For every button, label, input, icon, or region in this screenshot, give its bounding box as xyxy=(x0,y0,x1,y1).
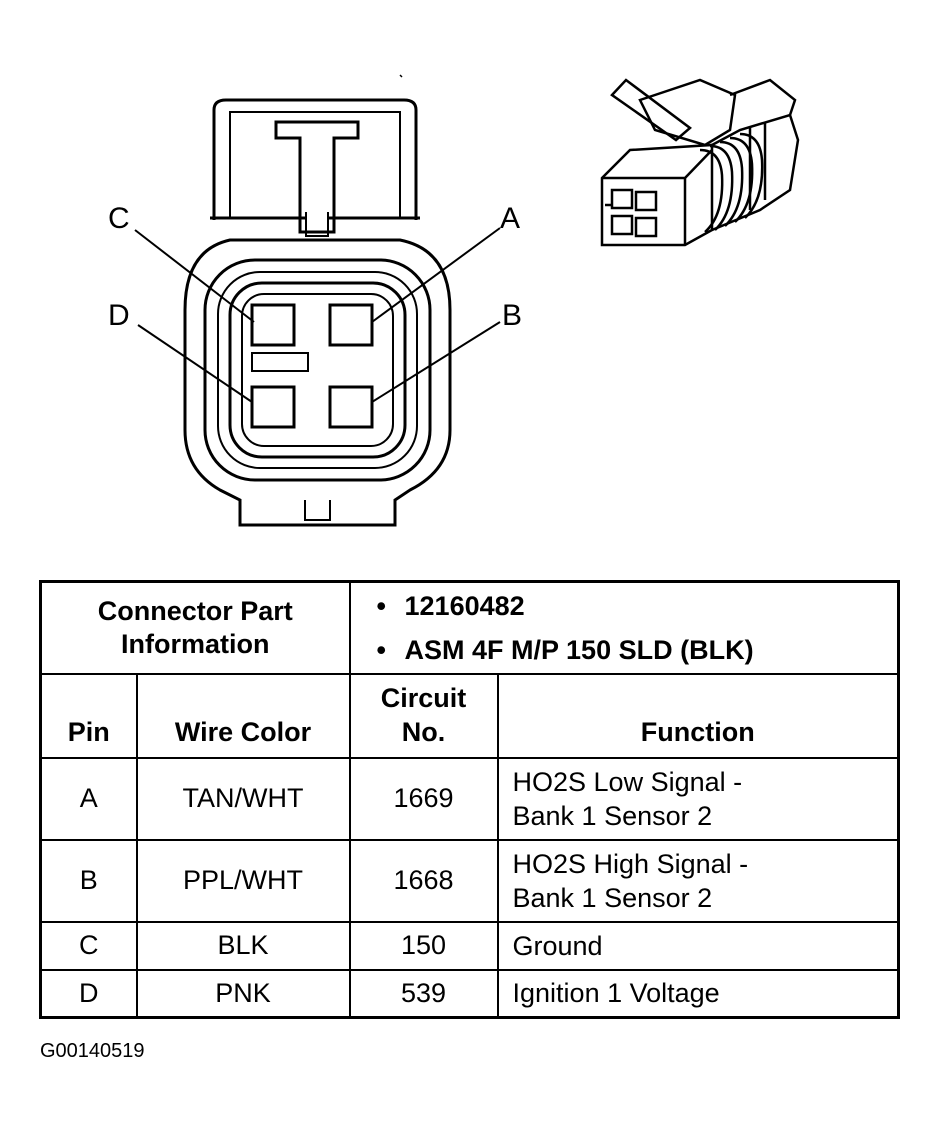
cavity-d xyxy=(250,385,296,429)
header-wire-color: Wire Color xyxy=(135,672,351,759)
pin-label-c: C xyxy=(108,202,130,235)
function-cell: HO2S Low Signal - Bank 1 Sensor 2 xyxy=(496,756,900,841)
connector-isometric-view xyxy=(399,74,800,247)
circuit-cell: 539 xyxy=(348,968,499,1019)
figure-id: G00140519 xyxy=(40,1040,145,1062)
wire-color-cell: TAN/WHT xyxy=(135,756,351,841)
part-info-label: Connector Part Information xyxy=(39,580,351,675)
header-circuit: Circuit No. xyxy=(348,672,499,759)
pin-label-b: B xyxy=(502,299,522,332)
part-description: ASM 4F M/P 150 SLD (BLK) xyxy=(405,628,898,672)
table-row: B PPL/WHT 1668 HO2S High Signal - Bank 1… xyxy=(39,838,900,923)
table-row: D PNK 539 Ignition 1 Voltage xyxy=(39,968,900,1019)
wire-color-cell: PPL/WHT xyxy=(135,838,351,923)
connector-diagram: C A D B xyxy=(108,74,800,527)
circuit-cell: 1668 xyxy=(348,838,499,923)
cavity-a xyxy=(328,303,374,347)
pin-cell: C xyxy=(39,920,138,971)
pin-cell: B xyxy=(39,838,138,923)
circuit-cell: 150 xyxy=(348,920,499,971)
part-info-cell: 12160482 ASM 4F M/P 150 SLD (BLK) xyxy=(348,580,900,675)
pin-label-d: D xyxy=(108,299,130,332)
cavity-b xyxy=(328,385,374,429)
circuit-cell: 1669 xyxy=(348,756,499,841)
table-row: C BLK 150 Ground xyxy=(39,920,900,971)
function-cell: Ground xyxy=(496,920,900,971)
cavity-c xyxy=(250,303,296,347)
wire-color-cell: BLK xyxy=(135,920,351,971)
connector-info-table: Connector Part Information 12160482 ASM … xyxy=(39,580,901,1019)
pin-cell: D xyxy=(39,968,138,1019)
connector-face-view xyxy=(134,98,501,527)
header-pin: Pin xyxy=(39,672,138,759)
pin-cell: A xyxy=(39,756,138,841)
part-info-list: 12160482 ASM 4F M/P 150 SLD (BLK) xyxy=(351,584,898,672)
function-cell: Ignition 1 Voltage xyxy=(496,968,900,1019)
header-function: Function xyxy=(496,672,900,759)
table-row: A TAN/WHT 1669 HO2S Low Signal - Bank 1 … xyxy=(39,756,900,841)
pin-label-a: A xyxy=(500,202,520,235)
part-number: 12160482 xyxy=(405,584,898,628)
function-cell: HO2S High Signal - Bank 1 Sensor 2 xyxy=(496,838,900,923)
wire-color-cell: PNK xyxy=(135,968,351,1019)
